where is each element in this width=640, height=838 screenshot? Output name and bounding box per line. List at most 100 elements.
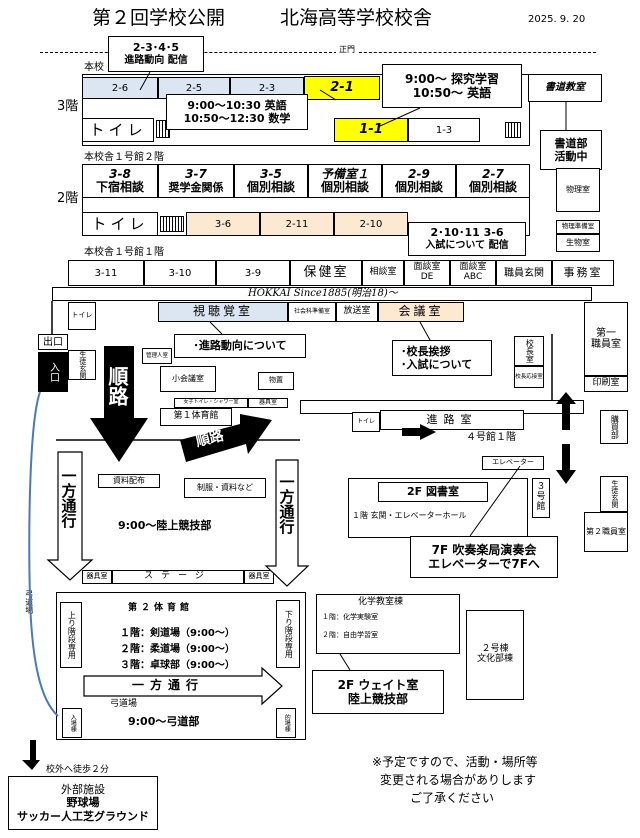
toilet-small: トイレ [68, 302, 96, 330]
walking-path [28, 391, 59, 717]
staff-entrance: 職員玄関 [496, 260, 552, 286]
callout-toshoshitsu: 2F 図書室 [378, 482, 488, 502]
exit-label: 出口 [38, 334, 68, 350]
room-hoken: 保健室 [290, 260, 362, 286]
room-shinro: 進路室 [380, 410, 524, 430]
kagaku-outline [316, 594, 460, 654]
oneway-right-label: 一方通行 [277, 474, 296, 534]
external-arrow [22, 740, 40, 770]
kigu-left: 器具室 [82, 570, 112, 584]
room-3-11: 3-11 [68, 260, 144, 286]
kobai-up-arrow [556, 392, 576, 430]
room-kaigi: 会議室 [378, 302, 464, 322]
floor-3-label: 3階 [57, 99, 79, 114]
kendo: １階：剣道場（9:00～） [120, 628, 235, 639]
oneway-left-label: 一方通行 [59, 468, 78, 528]
hokkai-banner: HOKKAI Since1885(明治18)～ [248, 288, 398, 299]
room-physics-prep: 物理準備室 [556, 220, 600, 234]
oneway-left-arrow [46, 451, 94, 581]
kagaku-title: 化学教室棟 [358, 597, 404, 607]
room-3-6: 3-6 [186, 212, 260, 236]
floor-2-label: 2階 [57, 191, 79, 206]
seito-genkan-left: 生徒玄関 [68, 350, 96, 380]
shiryo-haifu: 資料配布 [98, 474, 160, 488]
section-main3: 本校 [84, 62, 104, 73]
note-line-2: 変更される場合がありします [380, 773, 537, 787]
page-title: 第２回学校公開 [92, 7, 226, 29]
nyujo-to: 入場棟 [62, 708, 82, 738]
kagaku-1f: １階：化学実験室 [322, 613, 378, 621]
oneway-bottom-arrow [83, 666, 283, 706]
down-stairs: 下り階段専用 [276, 600, 300, 668]
callout-gaibu-shisetsu: 外部施設野球場サッカー人工芝グラウンド [8, 776, 158, 830]
takkyu: ３階：卓球部（9:00～） [120, 660, 235, 671]
seito-genkan-right: 生徒玄関 [600, 476, 628, 512]
floor3-outline [82, 74, 530, 146]
stairs-2f [160, 216, 184, 232]
room-kocho-ou: 校長応接室 [514, 366, 544, 388]
room-kanri: 管理人室 [142, 348, 172, 364]
callout-shinro-doko: ･進路動向について [174, 334, 306, 358]
seifuku-shiryo: 制服・資料など [184, 478, 266, 498]
room-insatsu: 印刷室 [584, 376, 628, 392]
toilet-3f: トイレ [82, 118, 154, 142]
toho-label: 校外へ徒歩２分 [46, 765, 110, 775]
room-kobai: 購買部 [600, 410, 628, 444]
kyudojo-label: 弓道場 [110, 699, 138, 709]
note-line-3: ご了承ください [410, 791, 495, 805]
room-joshi: 女子トイレ・シャワー室 [174, 398, 248, 408]
stairs-3f-b [505, 122, 521, 138]
room-2-11: 2-11 [260, 212, 334, 236]
tekijo-to: 的場棟 [276, 708, 296, 738]
room-1-1: 1-1 [334, 118, 408, 142]
toilet-2f: トイレ [82, 212, 158, 236]
room-shicho: 視聴覚室 [158, 302, 288, 322]
kyudo-label: 9:00～弓道部 [128, 715, 200, 728]
gym2-outline [56, 592, 306, 740]
room-dai2-shokuin: 第２職員室 [584, 512, 628, 552]
kigu-right: 器具室 [244, 570, 274, 584]
room-shokaigi: 小会議室 [160, 366, 216, 392]
route-label-down: 順路 [105, 366, 129, 406]
room-physics: 物理室 [556, 168, 600, 212]
room-3-10: 3-10 [144, 260, 216, 286]
room-kocho: 校長室 [514, 336, 544, 366]
date-label: 2025. 9. 20 [528, 14, 586, 25]
kan4-label: ４号館１階 [466, 432, 516, 443]
judo: ２階：柔道場（9:00～） [120, 644, 235, 655]
route-arrow-down [90, 346, 148, 462]
room-1-3: 1-3 [408, 118, 480, 142]
route-arrow-right [180, 414, 272, 462]
toilet-mid: トイレ [352, 412, 380, 432]
room-2-1: 2-1 [304, 76, 380, 100]
venue-title: 北海高等学校校舎 [280, 7, 433, 29]
dai1-taiikukan: 第１体育館 [160, 408, 232, 426]
room-kigu-top: 器具室 [248, 398, 288, 408]
kagaku-2f: ２階：自由学習室 [322, 631, 378, 639]
stage: ステージ [112, 570, 244, 584]
callout-weight: 2F ウェイト室陸上競技部 [312, 670, 444, 714]
room-bio: 生物室 [556, 234, 600, 252]
kan2-bunka: ２号棟文化部棟 [466, 610, 524, 700]
oneway-bottom-label: 一方通行 [132, 678, 205, 692]
room-dai1-shokuin: 第一職員室 [584, 302, 628, 376]
room-hoso: 放送室 [336, 302, 378, 322]
note-line-1: ※予定ですので、活動・場所等 [372, 755, 538, 769]
entrance-label: 入口 [38, 352, 68, 392]
room-shakai-prep: 社会科準備室 [288, 302, 336, 322]
up-stairs: 上り階段専用 [60, 602, 82, 668]
section-main2: 本校舎１号館２階 [84, 152, 164, 163]
room-butsuryu: 物置 [258, 372, 294, 390]
room-sodan: 相談室 [362, 260, 404, 286]
